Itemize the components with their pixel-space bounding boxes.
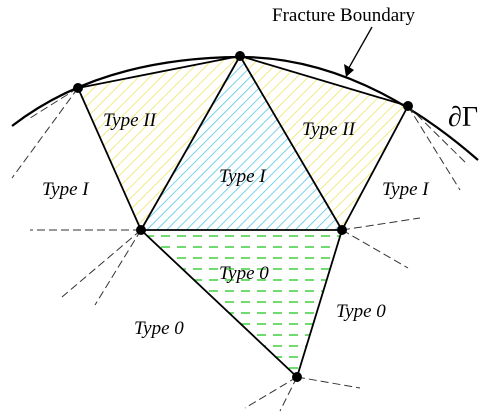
fracture-boundary-label: Fracture Boundary: [272, 5, 415, 26]
dashed-edges: [11, 87, 469, 412]
vertex-node: [235, 51, 245, 61]
type0-right-label: Type 0: [336, 301, 386, 322]
type2-right-region: [240, 56, 408, 230]
type0-center-region: [141, 230, 342, 377]
type0-center-label: Type 0: [219, 263, 269, 284]
type1-center-label: Type I: [219, 166, 267, 187]
type2-left-region: [78, 56, 240, 230]
type0-left-label: Type 0: [134, 318, 184, 339]
vertex-node: [73, 83, 83, 93]
boundary-pointer-arrow: [344, 26, 373, 77]
type1-left-label: Type I: [42, 179, 90, 200]
type2-left-label: Type II: [103, 110, 158, 131]
type1-right-label: Type I: [382, 179, 430, 200]
type1-center-region: [141, 56, 342, 230]
vertex-node: [403, 101, 413, 111]
type2-right-label: Type II: [302, 119, 357, 140]
triangle-edges: [77, 55, 409, 378]
boundary-symbol: ∂Γ: [448, 102, 478, 133]
vertex-node: [136, 225, 146, 235]
vertex-node: [292, 372, 302, 382]
vertex-nodes: [73, 51, 413, 382]
vertex-node: [337, 225, 347, 235]
